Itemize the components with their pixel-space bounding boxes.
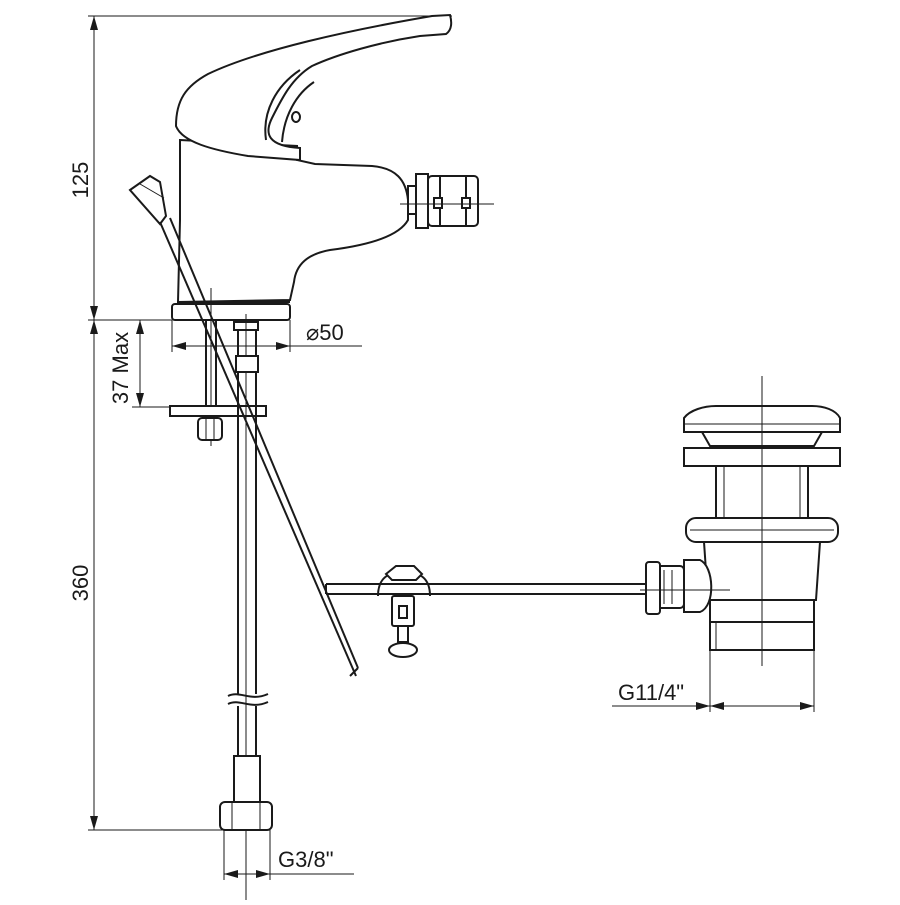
- supply-hose: [219, 314, 273, 900]
- fixing-nut: [197, 417, 223, 441]
- dimension-base-diameter: [171, 320, 362, 352]
- tap-body: [176, 138, 409, 304]
- pop-up-linkage: [325, 565, 656, 658]
- dimension-deck-thickness-label: 37 Max: [108, 332, 133, 404]
- hose-fitting-nut: [219, 801, 273, 831]
- dimension-inlet-thread: [223, 830, 354, 880]
- dimension-chain-left: [88, 15, 452, 831]
- fixing-stud: [169, 288, 267, 446]
- dimension-deck-thickness: [132, 319, 172, 408]
- dimension-height-label: 125: [68, 162, 93, 199]
- waste-assembly: [640, 376, 841, 666]
- lever-handle: [174, 13, 453, 162]
- dimension-waste-thread: [612, 650, 815, 712]
- dimension-hose-length-label: 360: [68, 565, 93, 602]
- dimension-waste-thread-label: G11/4": [618, 680, 684, 705]
- dimension-inlet-thread-label: G3/8": [278, 847, 334, 872]
- tap-assembly: ⌀50: [128, 13, 494, 900]
- tap-base-plate: [171, 303, 291, 321]
- aerator-nozzle: [400, 173, 494, 229]
- dimension-base-diameter-label: ⌀50: [306, 320, 344, 345]
